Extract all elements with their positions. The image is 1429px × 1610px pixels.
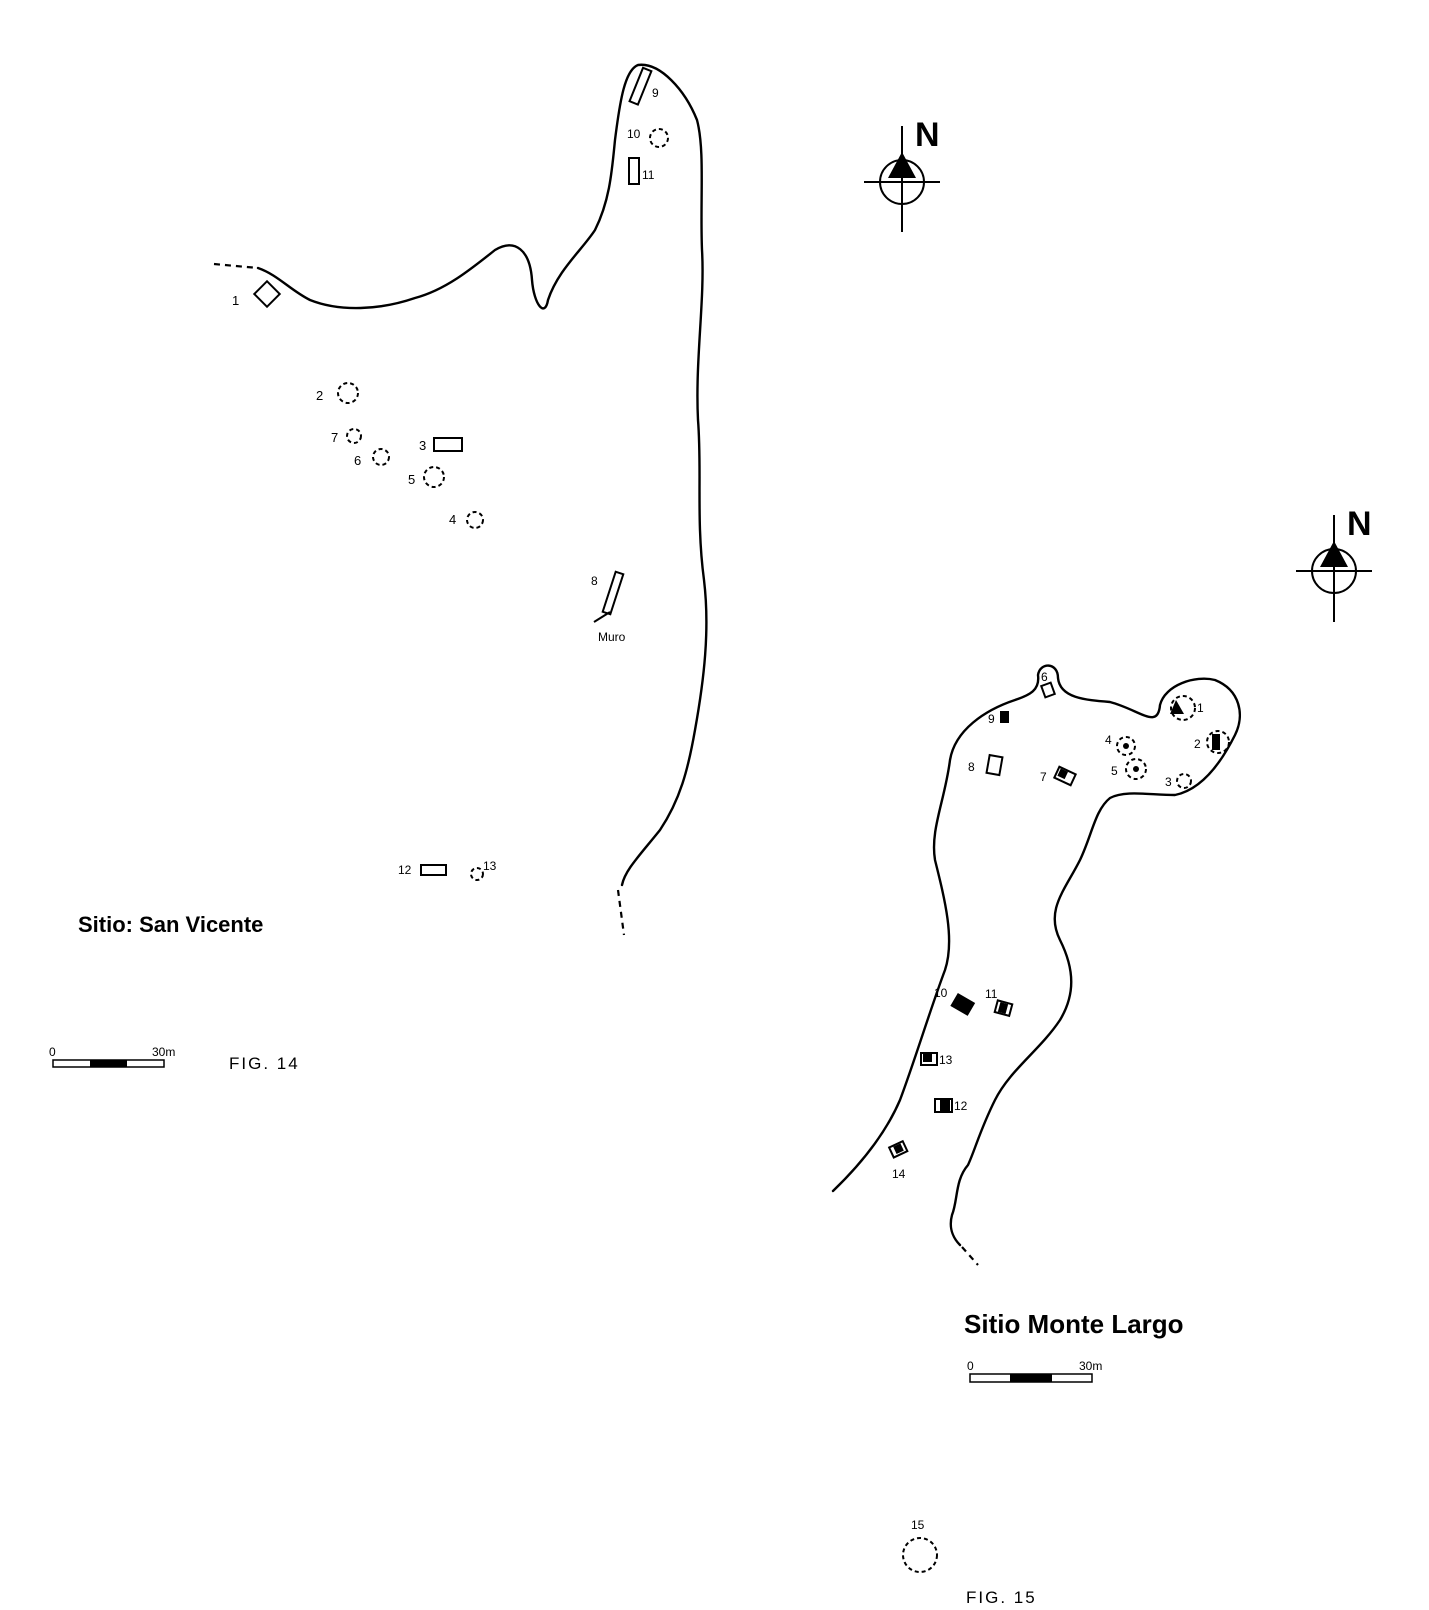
feature-circle-7	[346, 428, 362, 444]
coastline-monte-largo	[961, 1246, 979, 1266]
feature-label-11: 11	[642, 168, 655, 182]
feature-mark-7	[1057, 768, 1069, 780]
feature-label-3: 3	[1165, 775, 1172, 789]
feature-label-6: 6	[354, 453, 361, 468]
feature-circle-15	[902, 1537, 938, 1573]
north-arrow-icon	[1296, 515, 1372, 622]
feature-circle-2	[1206, 730, 1230, 754]
feature-mark-2	[1212, 734, 1220, 750]
feature-rect-12	[934, 1098, 953, 1113]
map-san-vicente: N 1 2 7 6 3 5 4 8 Muro 9 10	[49, 63, 940, 1073]
feature-rect-9	[628, 66, 653, 106]
feature-label-2: 2	[1194, 737, 1201, 751]
scale-bar-monte-largo: 0 30m	[967, 1359, 1102, 1383]
feature-label-5: 5	[408, 472, 415, 487]
north-label: N	[1347, 505, 1372, 543]
scale-end-label: 30m	[1079, 1359, 1102, 1373]
feature-rect-6	[1039, 681, 1057, 699]
feature-label-8: 8	[968, 760, 975, 774]
feature-rect-8	[985, 753, 1004, 777]
feature-circle-13	[470, 867, 484, 881]
feature-rect-3	[433, 437, 463, 452]
feature-label-12: 12	[398, 863, 412, 877]
feature-mark-1	[1170, 700, 1184, 714]
feature-label-4: 4	[449, 512, 456, 527]
feature-label-10: 10	[934, 986, 948, 1000]
scale-bar-san-vicente: 0 30m	[49, 1045, 175, 1068]
feature-label-3: 3	[419, 438, 426, 453]
feature-mark-14	[893, 1143, 904, 1154]
coastline-san-vicente	[256, 63, 708, 887]
feature-rect-10	[950, 992, 976, 1016]
coastline-monte-largo	[831, 664, 1242, 1247]
north-arrow-icon	[864, 126, 940, 232]
feature-label-12: 12	[954, 1099, 968, 1113]
fig-label-14: FIG. 14	[229, 1054, 300, 1073]
feature-label-1: 1	[232, 293, 239, 308]
feature-label-15: 15	[911, 1518, 925, 1532]
feature-label-4: 4	[1105, 733, 1112, 747]
feature-label-7: 7	[331, 430, 338, 445]
feature-mark-12	[940, 1100, 950, 1111]
feature-circle-3	[1176, 773, 1192, 789]
feature-circle-5	[423, 466, 445, 488]
site-title-san-vicente: Sitio: San Vicente	[78, 912, 263, 937]
feature-label-6: 6	[1041, 670, 1048, 684]
scale-start-label: 0	[967, 1359, 974, 1373]
feature-circle-10	[649, 128, 669, 148]
site-title-monte-largo: Sitio Monte Largo	[964, 1309, 1184, 1339]
scale-end-label: 30m	[152, 1045, 175, 1059]
north-label: N	[915, 116, 940, 154]
feature-rect-8	[601, 570, 625, 616]
fig-label-15: FIG. 15	[966, 1588, 1037, 1607]
feature-circle-4	[466, 511, 484, 529]
feature-label-14: 14	[892, 1167, 906, 1181]
feature-label-10: 10	[627, 127, 641, 141]
feature-label-11: 11	[985, 987, 998, 1001]
scale-start-label: 0	[49, 1045, 56, 1059]
feature-mark-5	[1133, 766, 1139, 772]
feature-circle-6	[372, 448, 390, 466]
wall-label: Muro	[598, 630, 626, 644]
feature-rect-12	[420, 864, 447, 876]
feature-circle-5	[1125, 758, 1147, 780]
feature-rect-14	[887, 1139, 909, 1159]
feature-mark-13	[923, 1054, 932, 1062]
feature-rect-7	[1052, 765, 1078, 787]
feature-rect-11	[993, 999, 1014, 1018]
feature-label-1: 1	[1197, 701, 1204, 715]
feature-circle-1	[1170, 695, 1196, 721]
feature-rect-13	[920, 1052, 938, 1066]
feature-label-13: 13	[483, 859, 497, 873]
wall-line	[593, 611, 611, 623]
feature-label-7: 7	[1040, 770, 1047, 784]
feature-mark-11	[997, 1002, 1009, 1014]
map-monte-largo: N 1 2 3 4 5 6 9 8 7	[831, 505, 1372, 1607]
feature-label-13: 13	[939, 1053, 953, 1067]
feature-mark-4	[1123, 743, 1129, 749]
feature-circle-2	[337, 382, 359, 404]
feature-rect-11	[628, 157, 640, 185]
feature-circle-4	[1116, 736, 1136, 756]
coastline-san-vicente	[616, 889, 626, 936]
feature-rect-9	[1000, 711, 1009, 723]
coastline-san-vicente	[213, 262, 259, 270]
feature-label-9: 9	[652, 86, 659, 100]
feature-rect-1	[252, 279, 282, 309]
feature-label-8: 8	[591, 574, 598, 588]
feature-label-9: 9	[988, 712, 995, 726]
feature-label-2: 2	[316, 388, 323, 403]
feature-label-5: 5	[1111, 764, 1118, 778]
